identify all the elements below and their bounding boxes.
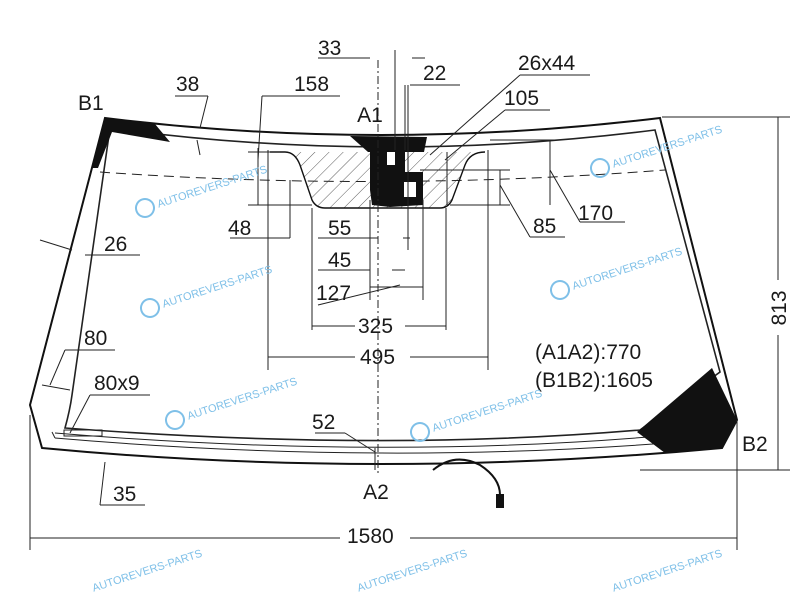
dim-45: 45 — [328, 249, 351, 272]
dim-26x44: 26x44 — [518, 52, 576, 75]
ar-logo-icon — [590, 158, 610, 178]
dim-495: 495 — [360, 346, 395, 369]
dim-26: 26 — [104, 233, 127, 256]
watermark: AUTOREVERS-PARTS — [140, 264, 274, 318]
summary-a1a2: (A1A2):770 — [535, 341, 641, 364]
dim-85: 85 — [533, 215, 556, 238]
bottom-label-strip — [63, 429, 103, 437]
glass-outline — [28, 116, 739, 465]
dim-33: 33 — [318, 37, 341, 60]
dim-55: 55 — [328, 217, 351, 240]
dim-80: 80 — [84, 327, 107, 350]
watermark: AUTOREVERS-PARTS — [611, 548, 724, 595]
dim-1580: 1580 — [347, 525, 394, 548]
point-b1: B1 — [78, 92, 104, 115]
bottom-band — [51, 431, 56, 439]
svg-text:AUTOREVERS-PARTS: AUTOREVERS-PARTS — [91, 548, 204, 595]
dim-48: 48 — [228, 217, 251, 240]
sensor-wire — [432, 458, 501, 496]
dim-170: 170 — [578, 202, 613, 225]
svg-text:AUTOREVERS-PARTS: AUTOREVERS-PARTS — [186, 376, 299, 423]
sensor-window — [387, 152, 395, 165]
inner-border — [63, 127, 721, 442]
point-a1: A1 — [357, 104, 383, 127]
black-corner-top-left — [92, 118, 170, 168]
connector — [496, 494, 504, 508]
dim-80x9: 80x9 — [94, 372, 140, 395]
ar-logo-icon — [135, 198, 155, 218]
black-corner-bottom-right — [637, 368, 737, 453]
ar-logo-icon — [165, 410, 185, 430]
point-a2: A2 — [363, 481, 389, 504]
watermark: AUTOREVERS-PARTS — [550, 246, 684, 300]
watermark: AUTOREVERS-PARTS — [135, 164, 269, 218]
svg-text:AUTOREVERS-PARTS: AUTOREVERS-PARTS — [611, 124, 724, 171]
bottom-band — [54, 437, 681, 454]
dimension-lines — [29, 50, 790, 550]
watermark: AUTOREVERS-PARTS — [410, 388, 544, 442]
svg-text:AUTOREVERS-PARTS: AUTOREVERS-PARTS — [611, 548, 724, 595]
dim-52: 52 — [312, 411, 335, 434]
svg-text:AUTOREVERS-PARTS: AUTOREVERS-PARTS — [161, 264, 274, 311]
ar-logo-icon — [550, 280, 570, 300]
svg-text:AUTOREVERS-PARTS: AUTOREVERS-PARTS — [431, 388, 544, 435]
dim-105: 105 — [504, 87, 539, 110]
dim-22: 22 — [423, 62, 446, 85]
dim-158: 158 — [294, 73, 329, 96]
bottom-band — [54, 432, 661, 448]
point-b2: B2 — [742, 433, 768, 456]
ar-logo-icon — [410, 422, 430, 442]
watermark: AUTOREVERS-PARTS — [91, 548, 204, 595]
svg-text:AUTOREVERS-PARTS: AUTOREVERS-PARTS — [571, 246, 684, 293]
svg-text:AUTOREVERS-PARTS: AUTOREVERS-PARTS — [356, 548, 469, 595]
summary-b1b2: (B1B2):1605 — [535, 369, 653, 392]
sensor-window — [404, 182, 416, 197]
svg-text:AUTOREVERS-PARTS: AUTOREVERS-PARTS — [156, 164, 269, 211]
watermark: AUTOREVERS-PARTS — [590, 124, 724, 178]
sensor-black-band — [350, 136, 427, 152]
watermark: AUTOREVERS-PARTS — [356, 548, 469, 595]
dim-38: 38 — [176, 73, 199, 96]
watermark: AUTOREVERS-PARTS — [165, 376, 299, 430]
dim-325: 325 — [358, 315, 393, 338]
ar-logo-icon — [140, 298, 160, 318]
dim-813: 813 — [768, 290, 791, 325]
dim-35: 35 — [113, 483, 136, 506]
dim-127: 127 — [316, 282, 351, 305]
